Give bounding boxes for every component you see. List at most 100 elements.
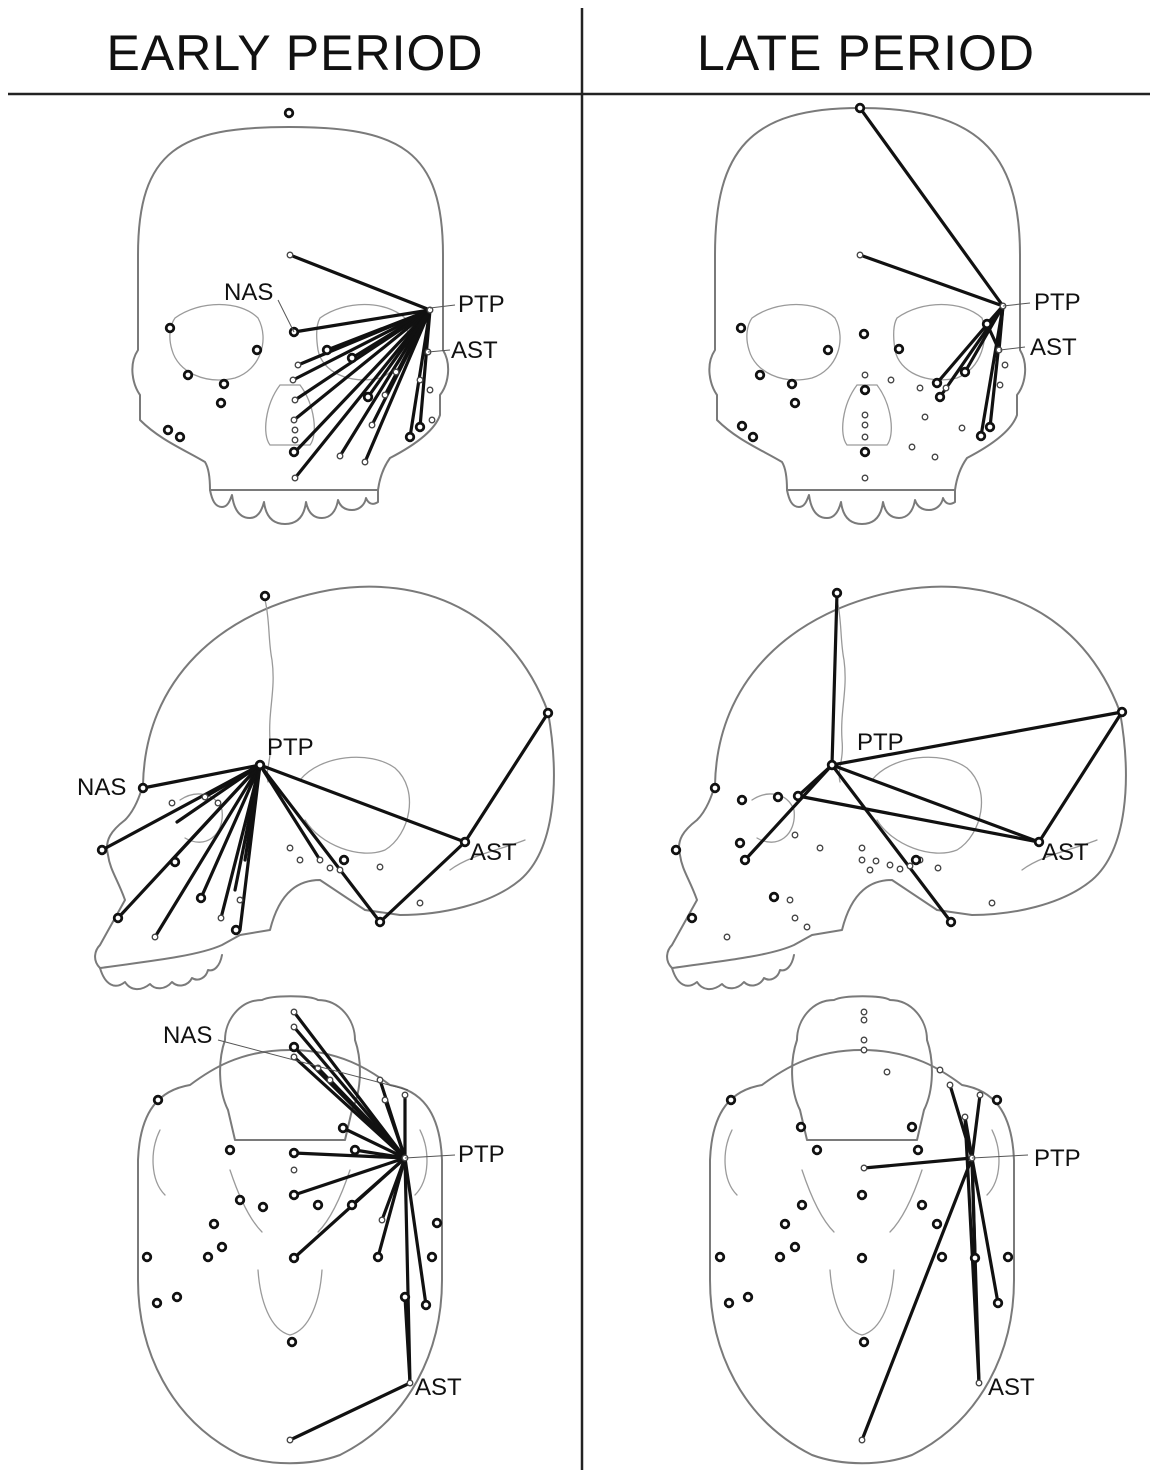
early-basal-link-1: [294, 1027, 405, 1158]
early-frontal-small-landmark-14: [393, 369, 399, 375]
early-basal-palate: [220, 996, 360, 1140]
early-frontal-small-landmark-5: [292, 397, 298, 403]
early-basal-landmark-16: [218, 1243, 226, 1251]
landmark-links: [102, 108, 1122, 1440]
late-frontal-small-landmark-10: [943, 385, 949, 391]
early-lateral-ast-chain: [465, 713, 548, 842]
late-lateral-small-landmark-1: [787, 897, 793, 903]
late-lateral-landmark-7: [741, 856, 749, 864]
late-basal-view: [710, 996, 1014, 1463]
late-basal-landmark-12: [744, 1293, 752, 1301]
late-basal-landmark-16: [933, 1220, 941, 1228]
late-basal-small-landmark-3: [861, 1047, 867, 1053]
late-lateral-small-landmark-8: [873, 858, 879, 864]
late-frontal-small-landmark-5: [862, 422, 868, 428]
late-basal-small-landmark-0: [861, 1009, 867, 1015]
late-lateral-landmark-0: [833, 589, 841, 597]
early-frontal-small-landmark-9: [292, 475, 298, 481]
late-basal-small-landmark-6: [947, 1082, 953, 1088]
early-frontal-nas-label: NAS: [224, 279, 273, 306]
late-frontal-landmark-8: [824, 346, 832, 354]
early-frontal-small-landmark-13: [382, 392, 388, 398]
early-lateral-landmark-6: [197, 894, 205, 902]
late-basal-ptp-label: PTP: [1034, 1145, 1081, 1172]
late-basal-landmark-10: [716, 1253, 724, 1261]
late-basal-landmark-18: [1004, 1253, 1012, 1261]
late-basal-landmark-17: [938, 1253, 946, 1261]
early-basal-ast-chain: [290, 1383, 410, 1440]
late-frontal-landmark-13: [749, 433, 757, 441]
late-lateral-landmark-5: [774, 793, 782, 801]
late-frontal-landmark-16: [861, 386, 869, 394]
early-basal-nas-label: NAS: [163, 1022, 212, 1049]
early-basal-landmark-3: [290, 1149, 298, 1157]
early-basal-landmark-8: [422, 1301, 430, 1309]
late-lateral-landmark-8: [770, 893, 778, 901]
late-basal-landmark-2: [813, 1146, 821, 1154]
early-lateral-landmark-1: [139, 784, 147, 792]
late-basal-landmark-9: [791, 1243, 799, 1251]
early-frontal-landmark-9: [253, 346, 261, 354]
early-lateral-nas-label: NAS: [77, 774, 126, 801]
early-lateral-skull-outline: [95, 587, 554, 968]
early-basal-ptp-label: PTP: [458, 1141, 505, 1168]
early-basal-landmark-5: [290, 1254, 298, 1262]
early-lateral-landmark-7: [232, 926, 240, 934]
early-frontal-small-landmark-7: [292, 427, 298, 433]
late-basal-landmark-15: [918, 1201, 926, 1209]
late-frontal-small-landmark-0: [857, 252, 863, 258]
early-lateral-small-landmark-7: [297, 857, 303, 863]
early-frontal-landmark-12: [217, 399, 225, 407]
late-basal-landmark-21: [993, 1096, 1001, 1104]
late-frontal-link-1: [860, 255, 1003, 306]
early-basal-landmark-23: [433, 1219, 441, 1227]
early-basal-landmark-9: [401, 1293, 409, 1301]
late-basal-landmark-0: [727, 1096, 735, 1104]
early-basal-landmark-6: [348, 1201, 356, 1209]
late-frontal-small-landmark-16: [1002, 362, 1008, 368]
late-basal-small-landmark-11: [976, 1380, 982, 1386]
early-frontal-small-landmark-11: [362, 459, 368, 465]
late-frontal-landmark-7: [737, 324, 745, 332]
late-frontal-view: [709, 108, 1025, 524]
early-frontal-landmark-14: [176, 433, 184, 441]
late-frontal-ast-label: AST: [1030, 334, 1077, 361]
early-lateral-small-landmark-12: [417, 900, 423, 906]
early-basal-landmark-20: [288, 1338, 296, 1346]
late-lateral-small-landmark-5: [859, 845, 865, 851]
early-frontal-landmark-13: [164, 426, 172, 434]
early-frontal-small-landmark-6: [291, 417, 297, 423]
label-leaders: [218, 300, 1030, 1158]
early-frontal-ptp-label: PTP: [458, 291, 505, 318]
early-lateral-small-landmark-9: [327, 865, 333, 871]
early-frontal-small-landmark-0: [287, 252, 293, 258]
early-lateral-landmark-4: [114, 914, 122, 922]
late-lateral-small-landmark-9: [887, 862, 893, 868]
late-frontal-small-landmark-13: [932, 454, 938, 460]
early-frontal-small-landmark-15: [417, 377, 423, 383]
early-frontal-small-landmark-4: [290, 377, 296, 383]
late-frontal-small-landmark-6: [862, 434, 868, 440]
late-lateral-small-landmark-11: [907, 863, 913, 869]
early-basal-landmark-14: [210, 1220, 218, 1228]
late-lateral-landmark-4: [738, 796, 746, 804]
early-basal-landmark-21: [314, 1201, 322, 1209]
early-lateral-landmark-3: [98, 846, 106, 854]
late-lateral-small-landmark-14: [989, 900, 995, 906]
late-frontal-landmark-2: [961, 368, 969, 376]
early-frontal-landmark-6: [290, 448, 298, 456]
late-lateral-small-landmark-15: [817, 845, 823, 851]
late-frontal-link-0: [860, 108, 1003, 306]
early-lateral-small-landmark-0: [169, 800, 175, 806]
early-lateral-landmark-11: [340, 856, 348, 864]
early-lateral-small-landmark-5: [237, 897, 243, 903]
late-lateral-landmark-2: [794, 792, 802, 800]
early-frontal-landmark-7: [364, 393, 372, 401]
late-basal-small-landmark-4: [884, 1069, 890, 1075]
early-basal-link-12: [294, 1158, 405, 1195]
early-basal-view: [138, 996, 442, 1463]
early-lateral-landmark-8: [461, 838, 469, 846]
late-basal-landmark-13: [908, 1123, 916, 1131]
late-lateral-landmark-11: [947, 918, 955, 926]
early-frontal-small-landmark-16: [427, 387, 433, 393]
